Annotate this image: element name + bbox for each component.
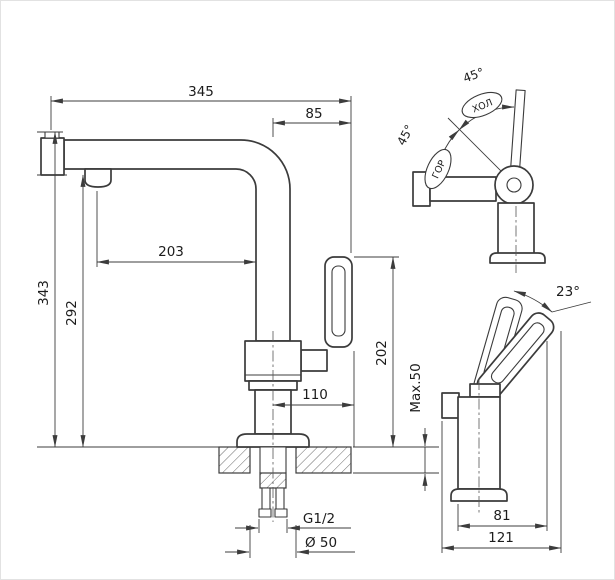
dim-handle-tilt-angle: 23° (556, 284, 580, 300)
hose-connector-left (258, 508, 272, 518)
dim-swing-angle-cold: 45° (461, 65, 486, 85)
dim-total-depth: 121 (488, 530, 514, 546)
side-handle-mount (469, 383, 501, 398)
dim-spout-reach: 203 (158, 244, 184, 260)
dim-base-offset: 110 (302, 387, 328, 403)
tilt-leader (551, 301, 592, 313)
hot-label-oval (424, 148, 452, 190)
spout-head (40, 137, 65, 176)
base-flange (236, 433, 310, 448)
tilt-arc (513, 290, 553, 313)
dim-overall-width: 345 (188, 84, 214, 100)
hose-connector-right (274, 508, 288, 518)
main-dimensions: 345 85 203 343 292 202 110 (36, 84, 439, 558)
dim-swing-angle-hot: 45° (394, 122, 416, 147)
dim-max-counter-thickness: Max.50 (408, 363, 424, 412)
front-base-flange (489, 252, 546, 264)
dim-body-depth: 81 (493, 508, 510, 524)
dim-hole-diameter: Ø 50 (305, 535, 337, 551)
side-view: 23° 81 121 (441, 284, 592, 553)
dim-top-offset: 85 (305, 106, 322, 122)
handle-mount (300, 349, 328, 372)
dim-overall-height: 343 (36, 280, 52, 306)
dim-spout-height: 292 (64, 300, 80, 326)
front-view: ХОЛ ГОР 45° 45° (394, 65, 546, 273)
side-base-flange (450, 488, 508, 502)
lever-pivot-hub (506, 177, 522, 193)
handle-loop-inner (331, 265, 346, 337)
countertop-section (218, 446, 352, 474)
handle-open-inner (490, 322, 545, 384)
countertop-right (295, 446, 352, 474)
countertop-left (218, 446, 251, 474)
spout-head-cap (44, 131, 60, 139)
aerator (84, 168, 112, 188)
dim-thread-size: G1/2 (303, 511, 335, 527)
main-view: 345 85 203 343 292 202 110 (36, 84, 439, 558)
hose-left (261, 487, 271, 510)
spout-and-column (63, 139, 291, 342)
hose-right (275, 487, 285, 510)
cold-label-oval (461, 91, 503, 119)
side-spout-stub (441, 392, 460, 419)
dim-handle-height: 202 (374, 340, 390, 366)
